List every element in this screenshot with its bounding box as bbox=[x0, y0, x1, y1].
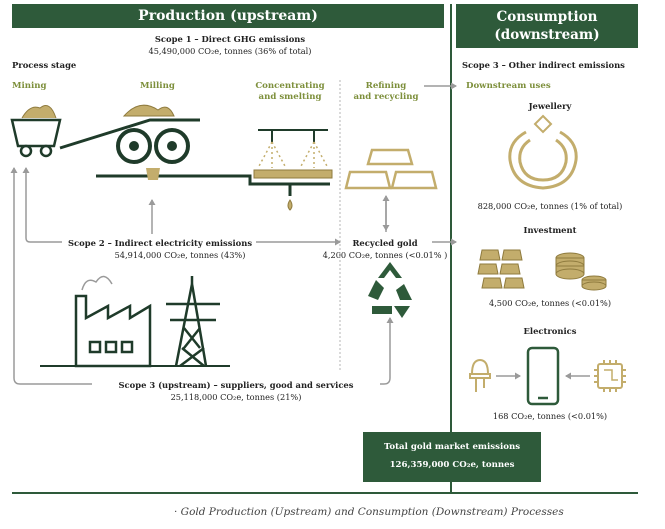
power-tower-icon bbox=[166, 276, 220, 367]
electronics-value: 168 CO₂e, tonnes (<0.01%) bbox=[492, 411, 608, 421]
recycle-icon bbox=[368, 262, 412, 318]
microchip-icon bbox=[594, 360, 626, 392]
production-banner: Production (upstream) bbox=[12, 4, 444, 28]
total-emissions-value: 126,359,000 CO₂e, tonnes bbox=[389, 460, 515, 470]
bottom-rule bbox=[12, 492, 638, 494]
scope3-other-title: Scope 3 – Other indirect emissions bbox=[462, 60, 625, 70]
recycled-gold-title: Recycled gold bbox=[352, 238, 418, 248]
jewellery-rings-icon bbox=[508, 114, 578, 190]
investment-value: 4,500 CO₂e, tonnes (<0.01%) bbox=[488, 298, 612, 308]
scope1-title: Scope 1 – Direct GHG emissions bbox=[154, 34, 306, 44]
investment-coins-icon bbox=[555, 252, 607, 291]
column-divider bbox=[450, 4, 452, 492]
total-emissions-title: Total gold market emissions bbox=[383, 442, 521, 452]
arrow-scope2-to-mining bbox=[22, 167, 62, 243]
arrow-scope3-to-mining bbox=[10, 167, 92, 385]
conveyor-base-icon bbox=[96, 174, 330, 186]
milling-rollers-icon bbox=[116, 104, 190, 180]
electronics-title: Electronics bbox=[523, 326, 577, 336]
scope3-upstream-value: 25,118,000 CO₂e, tonnes (21%) bbox=[170, 392, 302, 402]
mining-cart-icon bbox=[10, 105, 62, 158]
total-emissions-box: Total gold market emissions 126,359,000 … bbox=[363, 432, 541, 482]
investment-gold-bars-icon bbox=[477, 249, 525, 289]
stage-refining: Refining and recycling bbox=[352, 81, 420, 103]
recycled-gold-value: 4,200 CO₂e, tonnes (<0.01% ) bbox=[322, 250, 448, 260]
stage-mining: Mining bbox=[12, 81, 47, 91]
scope3-upstream-title: Scope 3 (upstream) – suppliers, good and… bbox=[118, 380, 354, 390]
consumption-banner-line1: Consumption bbox=[496, 9, 598, 25]
process-stage-label: Process stage bbox=[12, 60, 77, 70]
refined-gold-bars-icon bbox=[344, 148, 438, 190]
consumption-banner: Consumption (downstream) bbox=[456, 4, 638, 48]
consumption-banner-line2: (downstream) bbox=[494, 27, 600, 43]
stage-refining-line2: and recycling bbox=[353, 92, 419, 102]
scope2-title: Scope 2 – Indirect electricity emissions bbox=[68, 238, 253, 248]
jewellery-value: 828,000 CO₂e, tonnes (1% of total) bbox=[477, 201, 623, 211]
factory-icon bbox=[74, 275, 152, 368]
arrow-scope3-to-recycling bbox=[380, 317, 394, 385]
investment-title: Investment bbox=[523, 225, 577, 235]
smartphone-icon bbox=[526, 346, 560, 406]
figure-caption: · Gold Production (Upstream) and Consump… bbox=[174, 506, 564, 518]
scope1-value: 45,490,000 CO₂e, tonnes (36% of total) bbox=[148, 46, 312, 56]
stage-concentrating: Concentrating and smelting bbox=[250, 81, 330, 103]
stage-milling: Milling bbox=[140, 81, 175, 91]
stage-concentrating-line1: Concentrating bbox=[255, 81, 325, 91]
stage-concentrating-line2: and smelting bbox=[258, 92, 322, 102]
jewellery-title: Jewellery bbox=[528, 101, 572, 111]
downstream-uses-label: Downstream uses bbox=[466, 81, 551, 91]
stage-refining-line1: Refining bbox=[365, 81, 407, 91]
led-icon bbox=[469, 358, 491, 392]
conveyor-line-icon bbox=[59, 118, 200, 150]
smelting-sprayers-icon bbox=[253, 129, 333, 211]
scope2-value: 54,914,000 CO₂e, tonnes (43%) bbox=[114, 250, 246, 260]
